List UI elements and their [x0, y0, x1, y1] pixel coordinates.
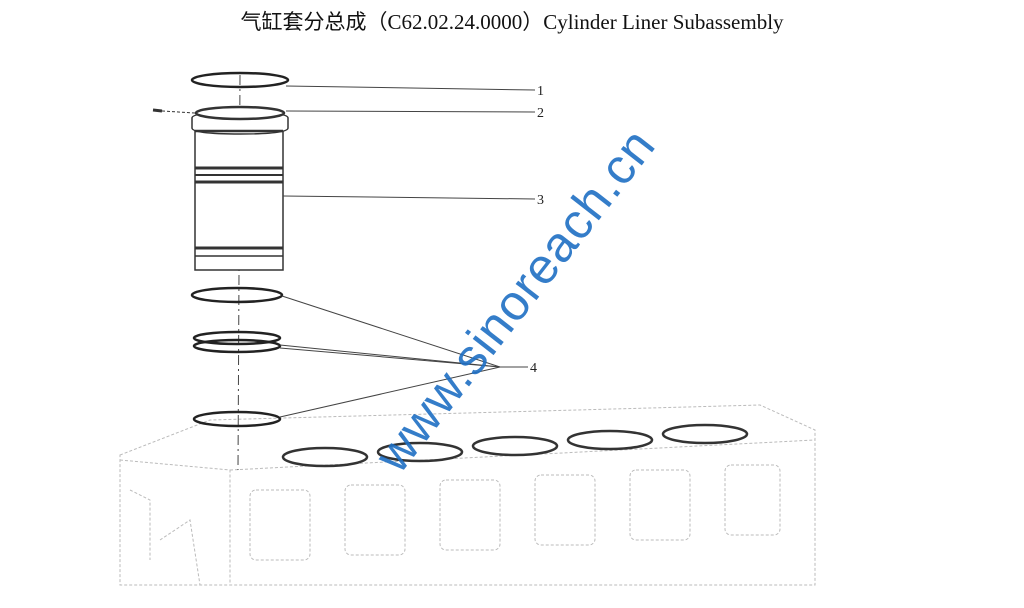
diagram-title: 气缸套分总成（C62.02.24.0000）Cylinder Liner Sub…: [240, 10, 784, 34]
callout-3: 3: [537, 193, 544, 208]
callout-4: 4: [530, 361, 537, 376]
cylinder-bores: [281, 423, 749, 468]
part-1-seal-ring: [190, 71, 290, 89]
part-4-o-rings: [190, 286, 284, 428]
engine-block: [119, 404, 816, 586]
part-2-pin: [152, 108, 196, 114]
callout-1: 1: [537, 84, 544, 99]
part-3-cylinder-liner: [191, 105, 289, 271]
callout-2: 2: [537, 106, 544, 121]
leader-lines: [279, 85, 536, 418]
